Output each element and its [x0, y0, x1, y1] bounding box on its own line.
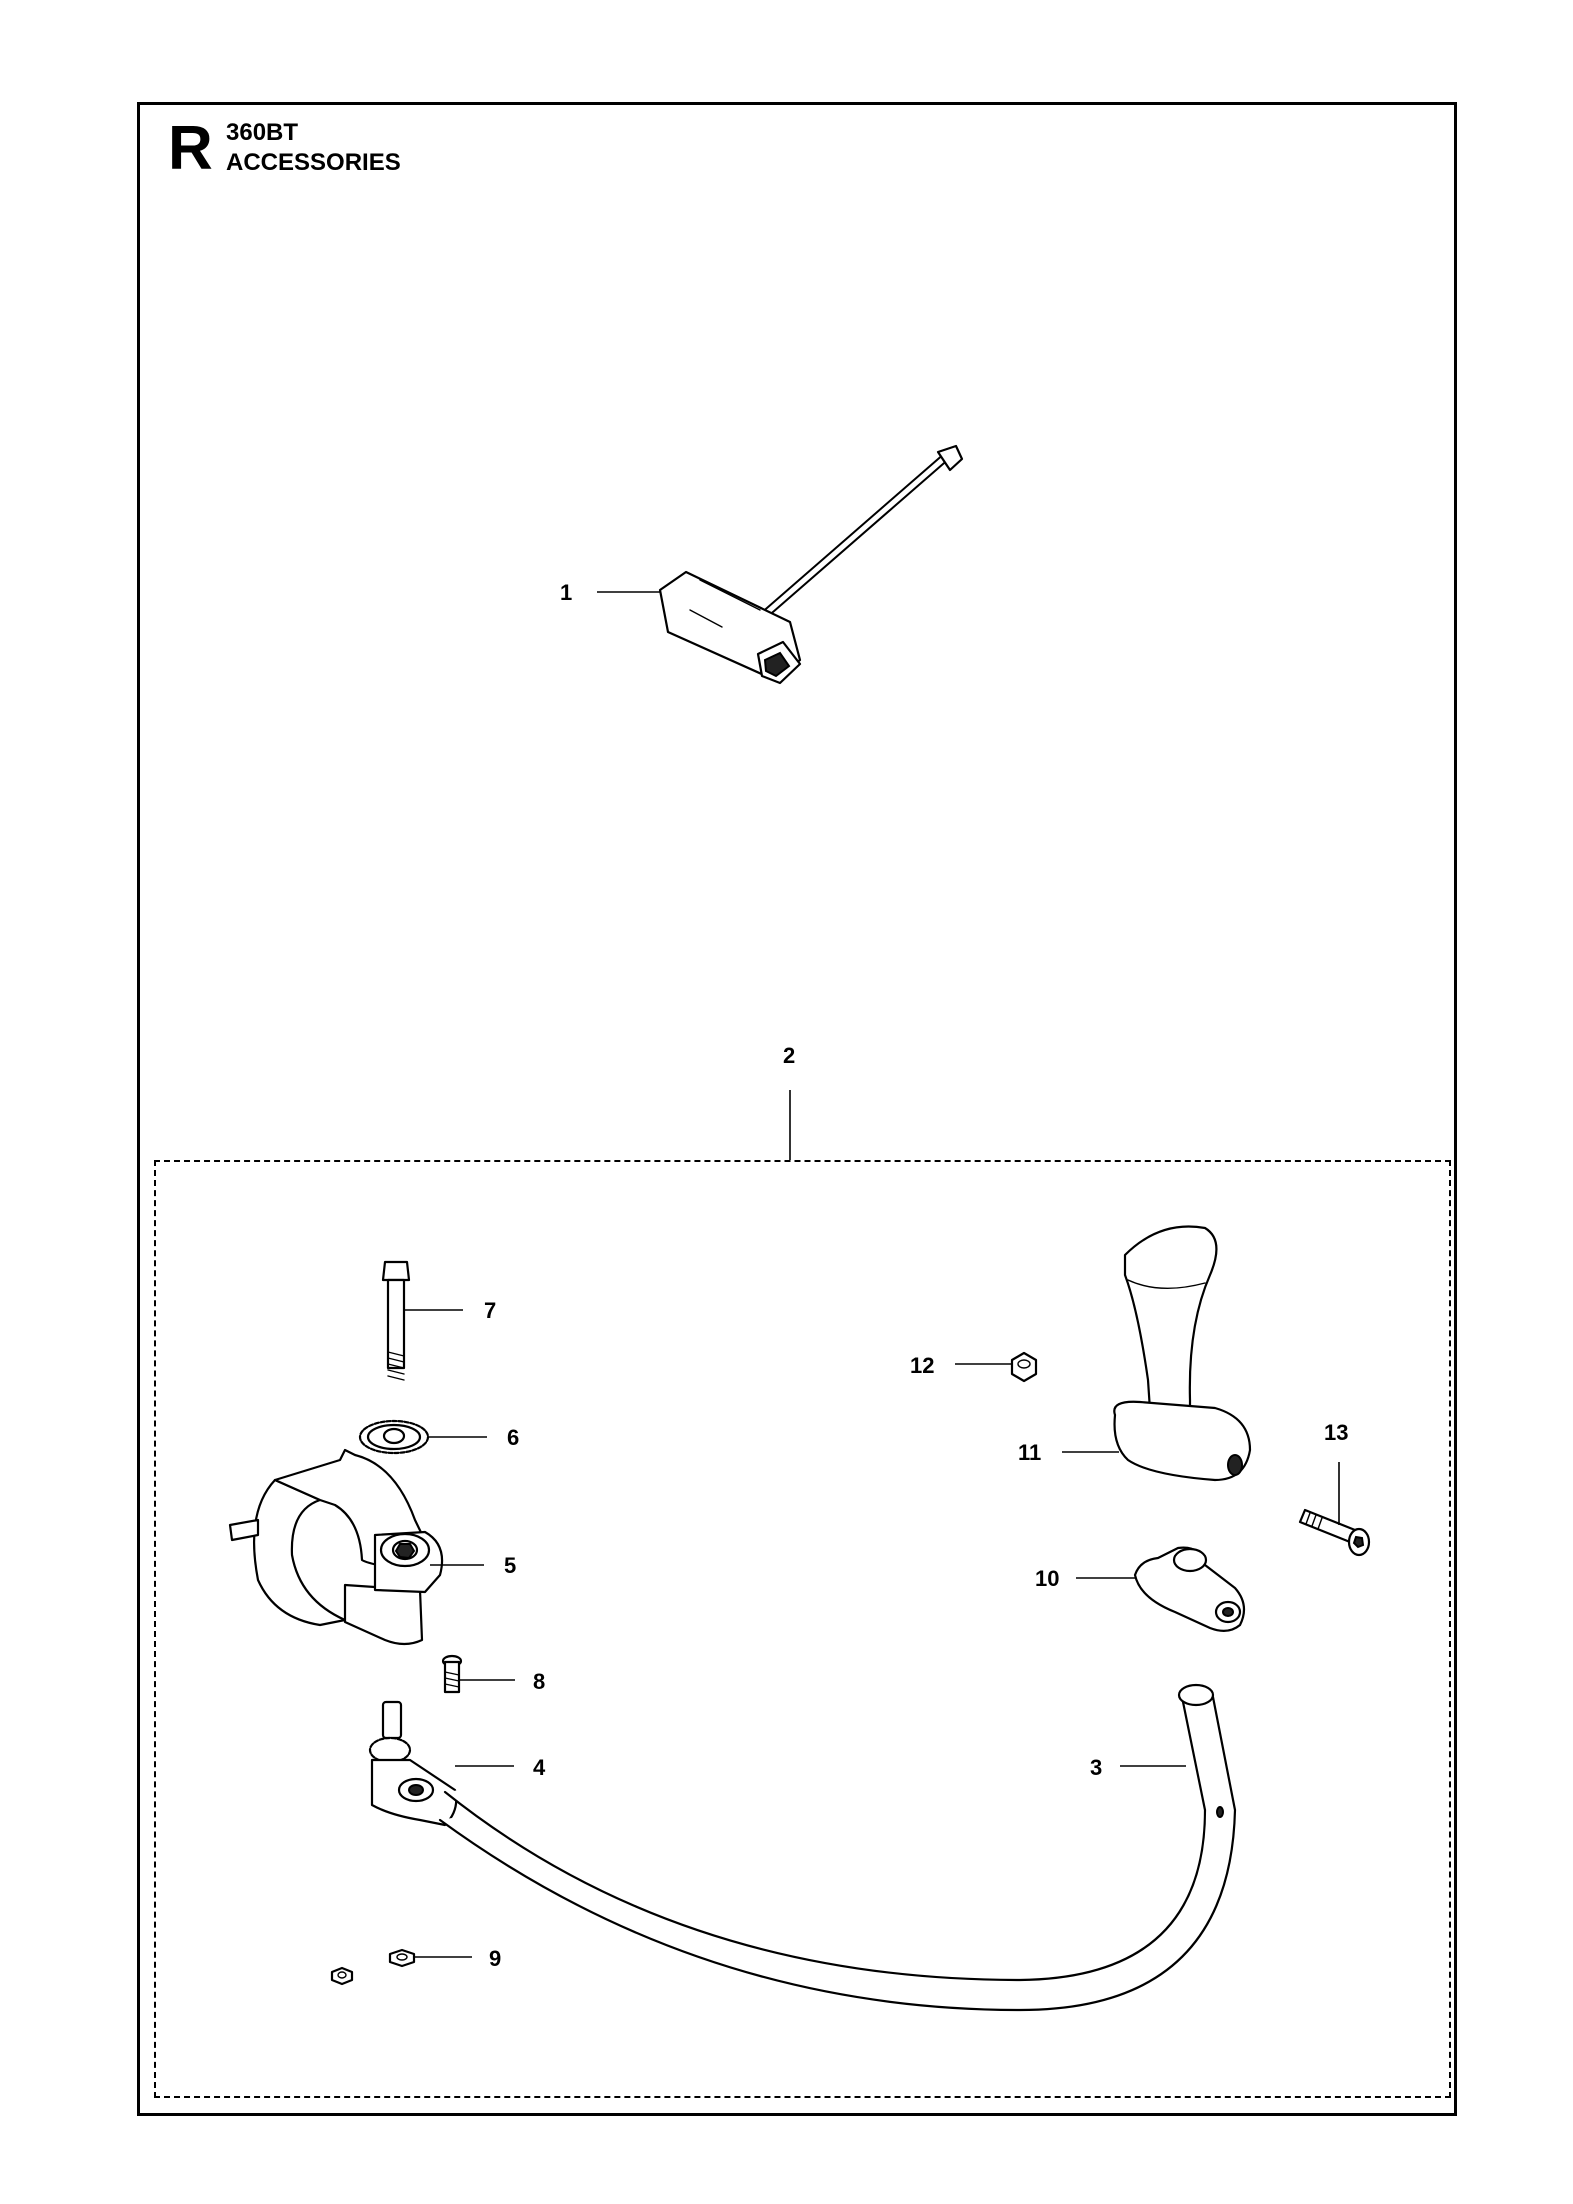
callout-12: 12: [910, 1353, 934, 1378]
part-3-loop-tube[interactable]: [438, 1683, 1237, 2012]
callout-5: 5: [504, 1553, 516, 1578]
part-4-mount[interactable]: [368, 1700, 458, 1827]
drawing-frame: [137, 102, 1457, 2116]
part-13-screw[interactable]: [1298, 1508, 1371, 1557]
callout-2: 2: [783, 1043, 795, 1068]
callout-4: 4: [533, 1755, 546, 1780]
callout-8: 8: [533, 1669, 545, 1694]
section-letter: R: [168, 114, 213, 183]
section-title: ACCESSORIES: [226, 149, 401, 176]
part-7-bolt[interactable]: [381, 1260, 411, 1381]
callout-11: 11: [1018, 1440, 1041, 1465]
kit-group-box: [154, 1160, 1451, 2098]
callout-10: 10: [1035, 1566, 1059, 1591]
part-11-grip[interactable]: [1113, 1225, 1252, 1482]
callout-6: 6: [507, 1425, 519, 1450]
callout-13: 13: [1324, 1420, 1348, 1445]
callout-7: 7: [484, 1298, 496, 1323]
model-label: 360BT: [226, 119, 299, 146]
callout-1: 1: [560, 580, 572, 605]
part-5-clamp[interactable]: [228, 1448, 444, 1646]
part-8-screw[interactable]: [441, 1654, 463, 1694]
callout-9: 9: [489, 1946, 501, 1971]
part-1-spanner[interactable]: [658, 444, 964, 685]
part-6-washer[interactable]: [358, 1419, 430, 1455]
part-9-nuts[interactable]: [330, 1948, 416, 1986]
callout-3: 3: [1090, 1755, 1102, 1780]
part-10-clamp[interactable]: [1133, 1546, 1246, 1632]
part-12-nut[interactable]: [1010, 1351, 1038, 1383]
